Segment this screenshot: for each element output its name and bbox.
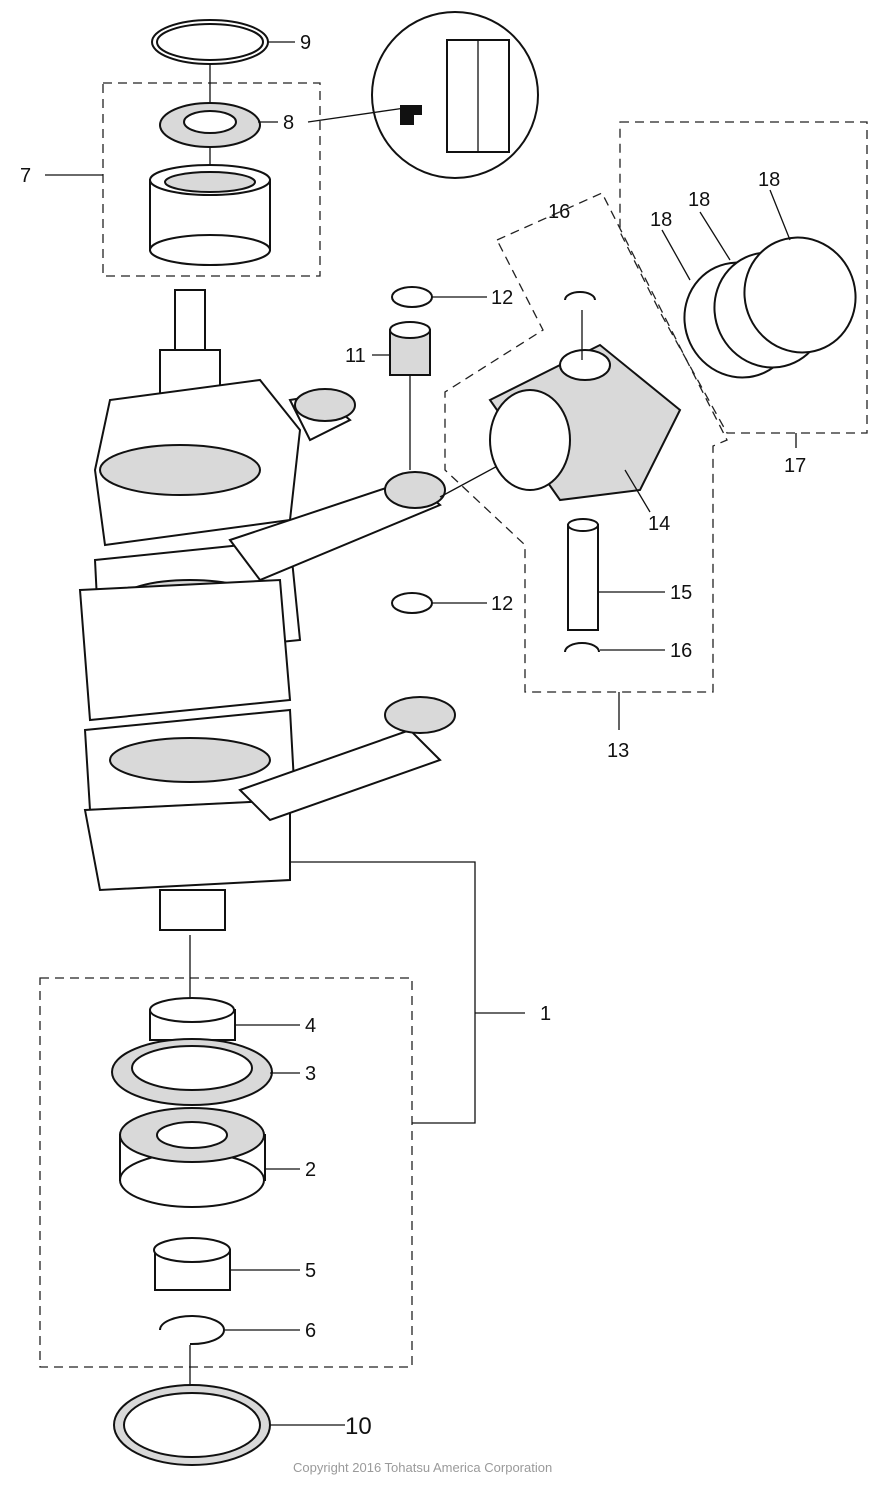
seal-detail-inset [371, 11, 539, 179]
group-box-17 [619, 121, 868, 434]
label-12-top: 12 [491, 287, 513, 309]
label-16-bottom: 16 [670, 640, 692, 662]
part-8-oil-seal [159, 102, 261, 148]
label-13: 13 [607, 740, 629, 762]
part-18-piston-rings [683, 236, 857, 379]
part-5-sleeve [153, 1237, 231, 1291]
label-15: 15 [670, 582, 692, 604]
label-1: 1 [540, 1003, 551, 1025]
label-2: 2 [305, 1159, 316, 1181]
label-12-bottom: 12 [491, 593, 513, 615]
part-7-bearing [149, 164, 271, 266]
label-18-a: 18 [650, 209, 672, 231]
part-14-piston [488, 343, 682, 502]
label-5: 5 [305, 1260, 316, 1282]
part-11-needle-bearing [389, 321, 431, 376]
group-box-1-lower [39, 977, 413, 1368]
label-18-c: 18 [758, 169, 780, 191]
part-12-washer-top [391, 286, 433, 308]
label-17: 17 [784, 455, 806, 477]
group-box-7 [102, 82, 321, 277]
label-14: 14 [648, 513, 670, 535]
label-18-b: 18 [688, 189, 710, 211]
label-6: 6 [305, 1320, 316, 1342]
label-4: 4 [305, 1015, 316, 1037]
part-10-washer [113, 1384, 271, 1466]
part-16-clip-top [564, 291, 596, 301]
copyright-text: Copyright 2016 Tohatsu America Corporati… [293, 1460, 552, 1475]
label-16-top: 16 [548, 201, 570, 223]
label-7: 7 [20, 165, 31, 187]
group-box-13 [444, 192, 728, 693]
label-8: 8 [283, 112, 294, 134]
part-15-piston-pin [567, 518, 599, 631]
label-9: 9 [300, 32, 311, 54]
label-3: 3 [305, 1063, 316, 1085]
label-11: 11 [345, 345, 366, 367]
part-16-clip-bottom [564, 642, 600, 653]
part-12-washer-bottom [391, 592, 433, 614]
part-3-shim [111, 1038, 273, 1106]
label-10: 10 [345, 1413, 372, 1440]
part-1-crankshaft [78, 289, 456, 931]
part-4-collar [149, 997, 236, 1041]
part-6-circlip [159, 1315, 225, 1346]
part-2-ball-bearing [119, 1107, 266, 1208]
